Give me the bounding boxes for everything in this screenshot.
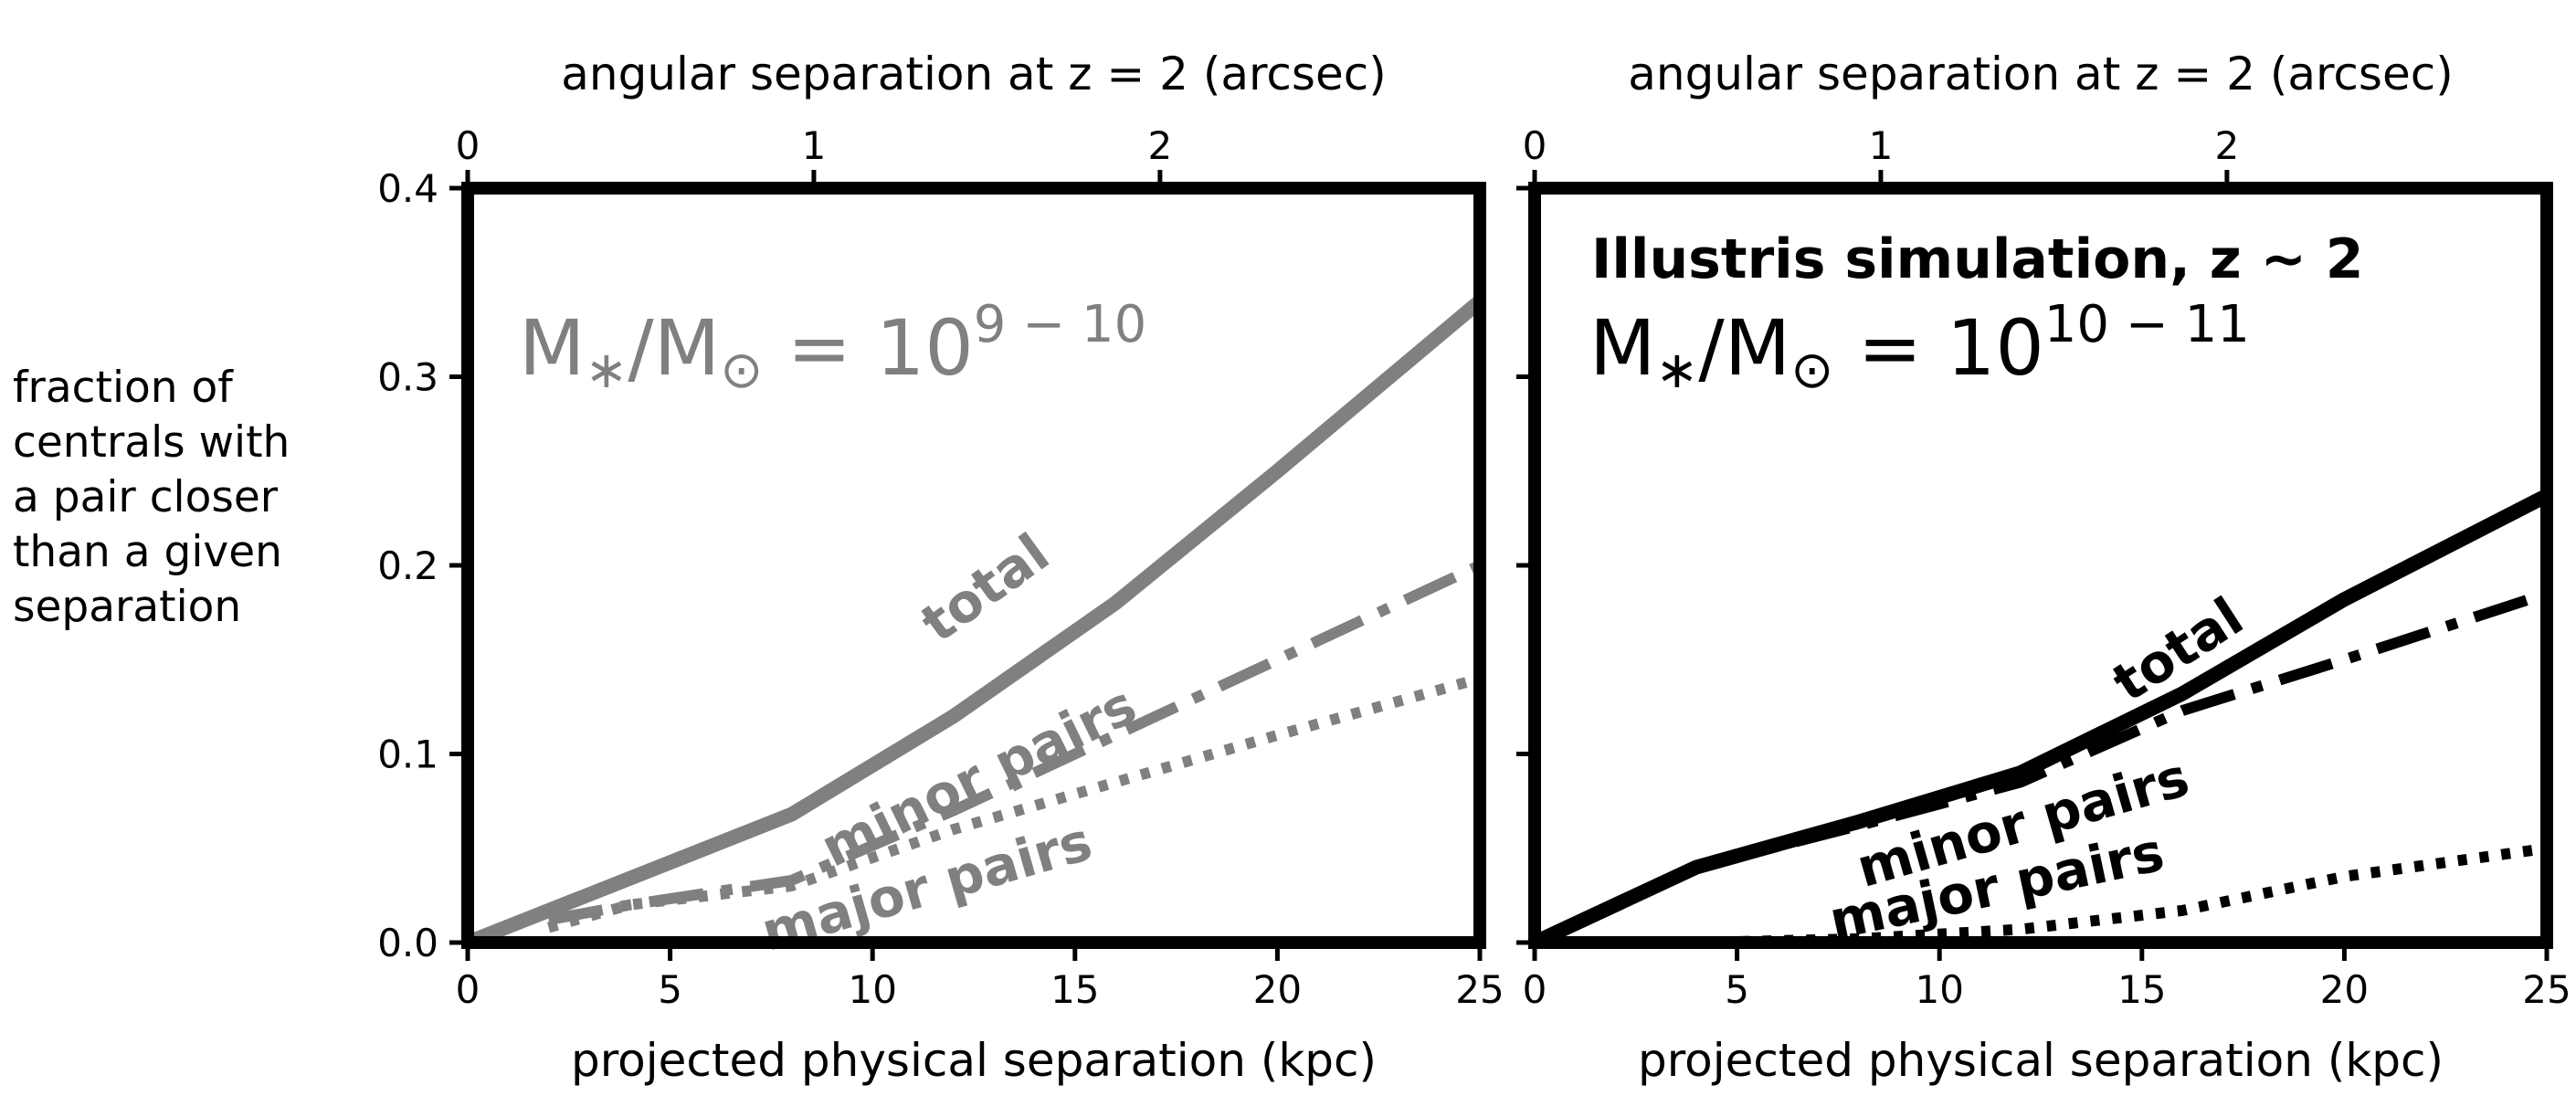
mass-annotation-part: = 10 bbox=[1833, 303, 2044, 393]
mass-annotation-sup: 10 − 11 bbox=[2044, 295, 2250, 354]
x-tick-label: 20 bbox=[2320, 967, 2369, 1012]
mass-annotation-sub: ⊙ bbox=[1790, 341, 1833, 400]
top-tick-label: 0 bbox=[456, 123, 480, 168]
mass-annotation-sub: ∗ bbox=[585, 341, 628, 400]
mass-annotation: M∗/M⊙ = 1010 − 11 bbox=[1589, 295, 2250, 400]
x-tick-label: 0 bbox=[456, 967, 480, 1012]
y-tick-label: 0.2 bbox=[377, 543, 438, 588]
y-tick-label: 0.0 bbox=[377, 921, 438, 965]
x-tick-label: 10 bbox=[1915, 967, 1963, 1012]
mass-annotation-part: M bbox=[519, 303, 585, 393]
panel-title: Illustris simulation, z ∼ 2 bbox=[1591, 227, 2363, 291]
x-axis-top-label: angular separation at z = 2 (arcsec) bbox=[1628, 47, 2453, 100]
x-tick-label: 5 bbox=[658, 967, 682, 1012]
series-line-total bbox=[465, 295, 1485, 950]
mass-annotation: M∗/M⊙ = 109 − 10 bbox=[519, 295, 1146, 400]
mass-annotation-sub: ⊙ bbox=[720, 341, 763, 400]
series-label-total: total bbox=[910, 522, 1061, 655]
top-tick-label: 2 bbox=[2215, 123, 2240, 168]
y-tick-label: 0.4 bbox=[377, 166, 438, 211]
mass-annotation-sub: ∗ bbox=[1655, 341, 1698, 400]
x-tick-label: 15 bbox=[1050, 967, 1099, 1012]
top-tick-label: 2 bbox=[1148, 123, 1173, 168]
x-tick-label: 25 bbox=[2522, 967, 2571, 1012]
x-tick-label: 20 bbox=[1253, 967, 1302, 1012]
x-axis-top-label: angular separation at z = 2 (arcsec) bbox=[561, 47, 1386, 100]
y-axis-label-line: a pair closer bbox=[13, 472, 279, 522]
axes-frame bbox=[461, 182, 1486, 949]
x-tick-label: 5 bbox=[1725, 967, 1749, 1012]
mass-annotation-sup: 9 − 10 bbox=[974, 295, 1146, 354]
y-tick-label: 0.1 bbox=[377, 732, 438, 777]
y-axis-label-line: fraction of bbox=[13, 363, 234, 413]
mass-annotation-part: M bbox=[1589, 303, 1655, 393]
x-tick-label: 15 bbox=[2117, 967, 2166, 1012]
x-tick-label: 10 bbox=[848, 967, 896, 1012]
y-axis-label-line: centrals with bbox=[13, 417, 290, 468]
top-tick-label: 1 bbox=[802, 123, 827, 168]
series-line-minor-pairs bbox=[1694, 588, 2549, 873]
mass-annotation-part: = 10 bbox=[763, 303, 974, 393]
mass-annotation-part: /M bbox=[1698, 303, 1790, 393]
top-tick-label: 0 bbox=[1523, 123, 1547, 168]
mass-annotation-part: /M bbox=[628, 303, 720, 393]
top-tick-label: 1 bbox=[1869, 123, 1894, 168]
x-axis-label: projected physical separation (kpc) bbox=[1638, 1034, 2444, 1087]
y-tick-label: 0.3 bbox=[377, 355, 438, 400]
x-tick-label: 25 bbox=[1455, 967, 1504, 1012]
x-tick-label: 0 bbox=[1523, 967, 1547, 1012]
y-axis-label-line: than a given bbox=[13, 527, 282, 577]
series-line-minor-pairs bbox=[547, 560, 1483, 926]
series-line-major-pairs bbox=[546, 673, 1482, 933]
x-axis-label: projected physical separation (kpc) bbox=[571, 1034, 1377, 1087]
y-axis-label-line: separation bbox=[13, 582, 241, 632]
axes-frame bbox=[1528, 182, 2553, 949]
